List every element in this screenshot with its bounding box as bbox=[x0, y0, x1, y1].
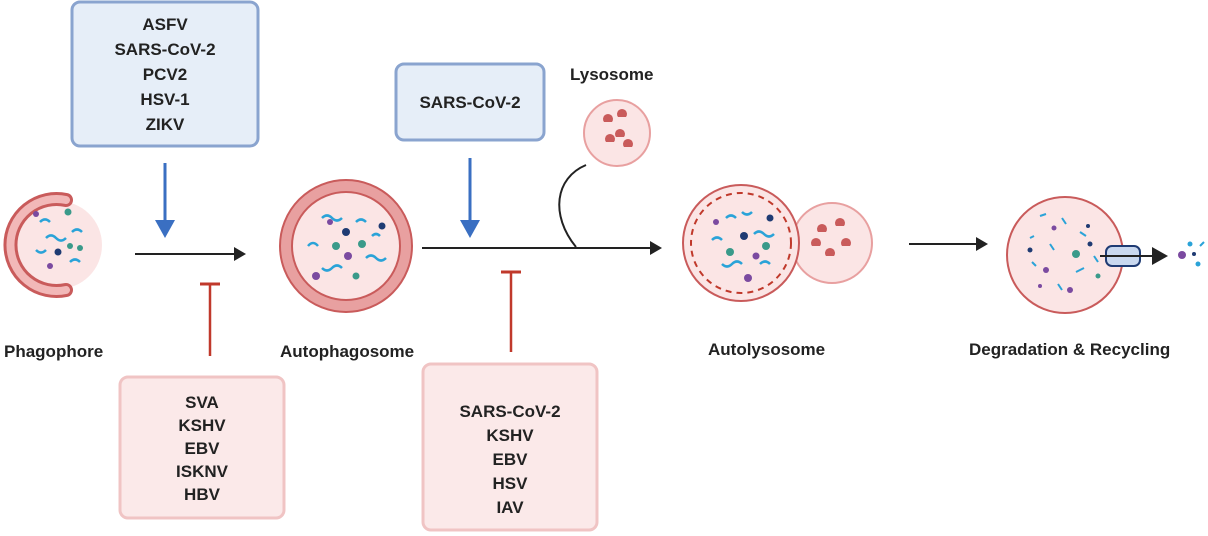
virus-label: KSHV bbox=[486, 426, 534, 445]
virus-label: ASFV bbox=[142, 15, 188, 34]
lysosome-label: Lysosome bbox=[570, 65, 653, 84]
virus-label: KSHV bbox=[178, 416, 226, 435]
virus-label: ZIKV bbox=[146, 115, 185, 134]
promoting-viruses-box-2: SARS-CoV-2 bbox=[394, 62, 546, 142]
inhibit-bar-2 bbox=[501, 270, 521, 352]
phagophore-label: Phagophore bbox=[4, 342, 103, 361]
promote-arrow-1 bbox=[155, 163, 175, 238]
virus-label: IAV bbox=[496, 498, 524, 517]
autolysosome-illustration bbox=[682, 184, 873, 302]
autolysosome-label: Autolysosome bbox=[708, 340, 825, 359]
virus-label: HBV bbox=[184, 485, 221, 504]
lysosome-illustration bbox=[583, 99, 651, 167]
lysosome-fusion-curve bbox=[558, 164, 587, 248]
virus-label: ISKNV bbox=[176, 462, 229, 481]
inhibit-bar-1 bbox=[200, 282, 220, 356]
promote-arrow-2 bbox=[460, 158, 480, 238]
virus-label: EBV bbox=[185, 439, 221, 458]
promoting-viruses-box-1: ASFV SARS-CoV-2 PCV2 HSV-1 ZIKV bbox=[70, 0, 260, 148]
inhibiting-viruses-box-1: SVA KSHV EBV ISKNV HBV bbox=[118, 375, 286, 520]
degradation-recycling-label: Degradation & Recycling bbox=[969, 340, 1170, 359]
virus-label: PCV2 bbox=[143, 65, 187, 84]
autophagosome-label: Autophagosome bbox=[280, 342, 414, 361]
inhibiting-viruses-box-2: SARS-CoV-2 KSHV EBV HSV IAV bbox=[421, 362, 599, 532]
virus-label: SVA bbox=[185, 393, 219, 412]
virus-label: EBV bbox=[493, 450, 529, 469]
pathway-arrow-2 bbox=[422, 241, 662, 255]
phagophore-illustration bbox=[3, 192, 102, 298]
pathway-arrow-1 bbox=[135, 247, 246, 261]
autophagosome-illustration bbox=[279, 179, 413, 313]
virus-label: SARS-CoV-2 bbox=[114, 40, 215, 59]
virus-label: SARS-CoV-2 bbox=[419, 93, 520, 112]
virus-label: SARS-CoV-2 bbox=[459, 402, 560, 421]
virus-label: HSV bbox=[493, 474, 529, 493]
virus-label: HSV-1 bbox=[140, 90, 189, 109]
pathway-arrow-3 bbox=[909, 237, 988, 251]
degradation-illustration bbox=[1006, 196, 1205, 314]
